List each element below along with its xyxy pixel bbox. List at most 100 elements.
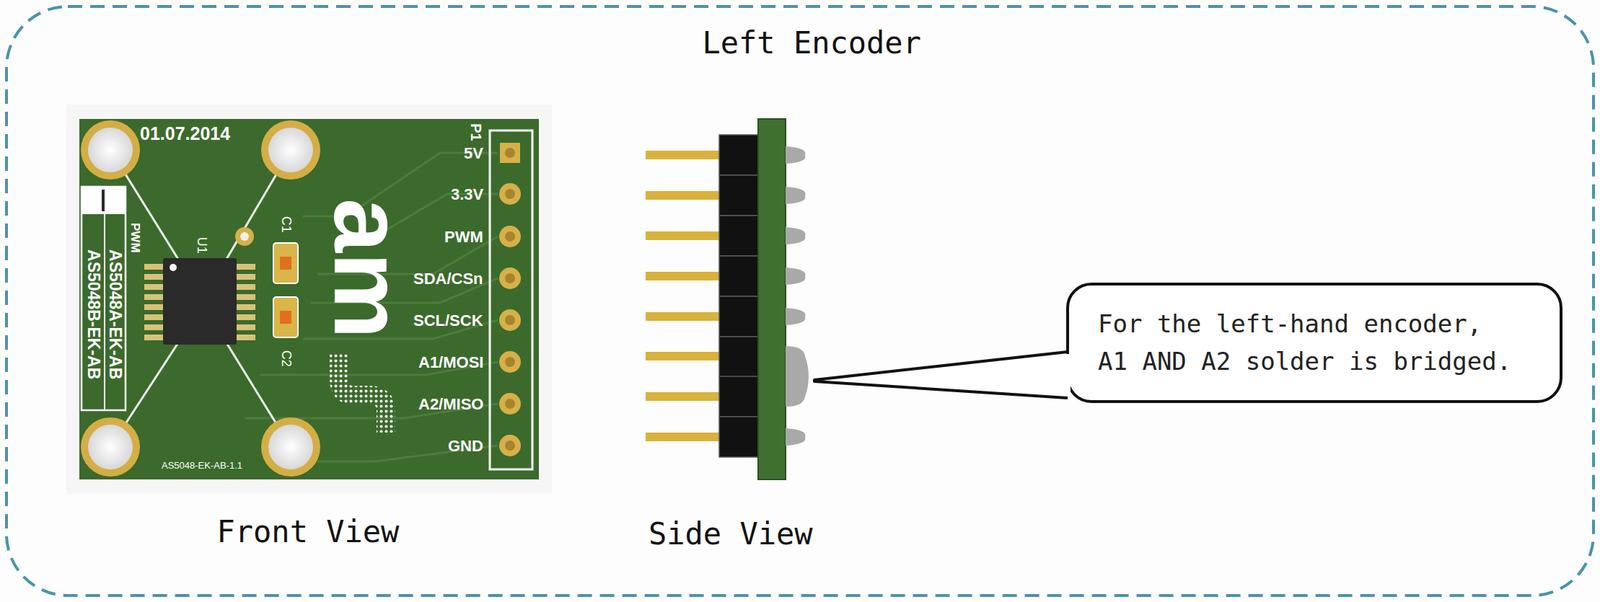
view-caption: Front View [217, 515, 400, 550]
diagram-title: Left Encoder [702, 25, 922, 61]
art-circle [499, 225, 521, 248]
art-circle [499, 183, 521, 205]
art-rect [279, 256, 292, 270]
art-rect [645, 352, 721, 361]
pcb-side [645, 119, 809, 480]
callout-text: For the left-hand encoder, A1 AND A2 sol… [1097, 305, 1520, 381]
art-circle [499, 393, 521, 415]
art-circle [504, 188, 516, 200]
view-caption: Side View [648, 517, 813, 552]
art-circle [504, 440, 516, 451]
art-circle [504, 231, 516, 242]
pin-name: A2/MISO [418, 395, 484, 414]
art-g [245, 152, 498, 462]
art-rect [645, 271, 721, 281]
art-polygon [814, 352, 1068, 399]
art-circle [499, 434, 521, 457]
pointer-gap [1065, 354, 1071, 397]
callout-pointer [814, 352, 1068, 399]
pcb-front [66, 104, 552, 495]
logo-text: am [319, 197, 417, 339]
art-g [785, 146, 809, 446]
pin-name: SDA/CSn [413, 269, 484, 288]
art-rect [81, 186, 126, 215]
art-rect [144, 304, 164, 311]
art-circle [240, 232, 249, 241]
art-rect [489, 130, 533, 470]
art-rect [719, 134, 759, 176]
art-circle [504, 315, 516, 326]
art-path [785, 227, 806, 245]
art-polyline [814, 352, 1068, 399]
pin-name: SCL/SCK [413, 311, 484, 330]
art-rect [499, 142, 521, 164]
art-rect [236, 324, 256, 331]
art-rect [719, 215, 759, 257]
art-rect [144, 264, 164, 270]
connector-name: P1 [467, 123, 485, 141]
dashed-border [6, 6, 1594, 596]
art-rect [236, 264, 256, 270]
art-rect [81, 186, 126, 411]
art-rect [144, 274, 164, 280]
art-rect [79, 119, 539, 480]
art-rect [719, 256, 759, 297]
art-rect [163, 258, 237, 345]
art-rect [645, 432, 721, 442]
art-path [785, 267, 806, 285]
art-rect [144, 324, 164, 331]
art-rect [645, 150, 721, 160]
art-circle [504, 398, 516, 410]
art-rect [66, 104, 552, 495]
art-rect [645, 392, 721, 402]
pin-name: GND [447, 437, 484, 456]
art-rect [719, 296, 759, 337]
art-path [785, 346, 809, 407]
callout-box: For the left-hand encoder, A1 AND A2 sol… [1066, 282, 1563, 404]
art-rect [236, 304, 256, 311]
frame-region: Left EncoderFor the left-hand encoder, A… [5, 5, 1595, 598]
art-rect [236, 314, 256, 321]
art-rect [719, 336, 759, 378]
board-revision: AS5048-EK-AB-1.1 [161, 460, 243, 472]
part-name: C1 [278, 215, 294, 233]
art-path [785, 186, 806, 205]
art-rect [719, 175, 759, 216]
pin-name: A1/MOSI [418, 353, 484, 372]
art-g [719, 134, 759, 458]
art-circle [80, 120, 140, 180]
art-circle [499, 309, 521, 332]
pin-name: PWM [444, 227, 484, 246]
art-rect [236, 284, 256, 290]
art-rect [236, 294, 256, 301]
art-rect [279, 310, 292, 324]
art-rect [144, 334, 164, 341]
art-rect [719, 376, 759, 417]
art-circle [169, 264, 177, 272]
pin-name: 5V [463, 144, 484, 163]
art-circle [504, 147, 516, 158]
art-rect [236, 274, 256, 280]
art-circle [499, 351, 521, 373]
art-circle [88, 127, 133, 173]
art-circle [80, 417, 140, 477]
art-rect [758, 119, 786, 480]
art-circle [261, 417, 321, 477]
art-rect [144, 314, 164, 321]
art-rect [144, 294, 164, 301]
art-circle [504, 273, 516, 284]
art-rect [236, 334, 256, 341]
art-rect [144, 284, 164, 290]
art-circle [268, 424, 314, 470]
art-circle [268, 127, 314, 173]
art-circle [235, 227, 254, 246]
part-name: C2 [278, 349, 294, 367]
art-rect [645, 231, 721, 241]
art-rect [645, 191, 721, 200]
art-rect [273, 243, 298, 284]
art-rect [273, 297, 298, 338]
option-label: PWM [127, 222, 143, 254]
